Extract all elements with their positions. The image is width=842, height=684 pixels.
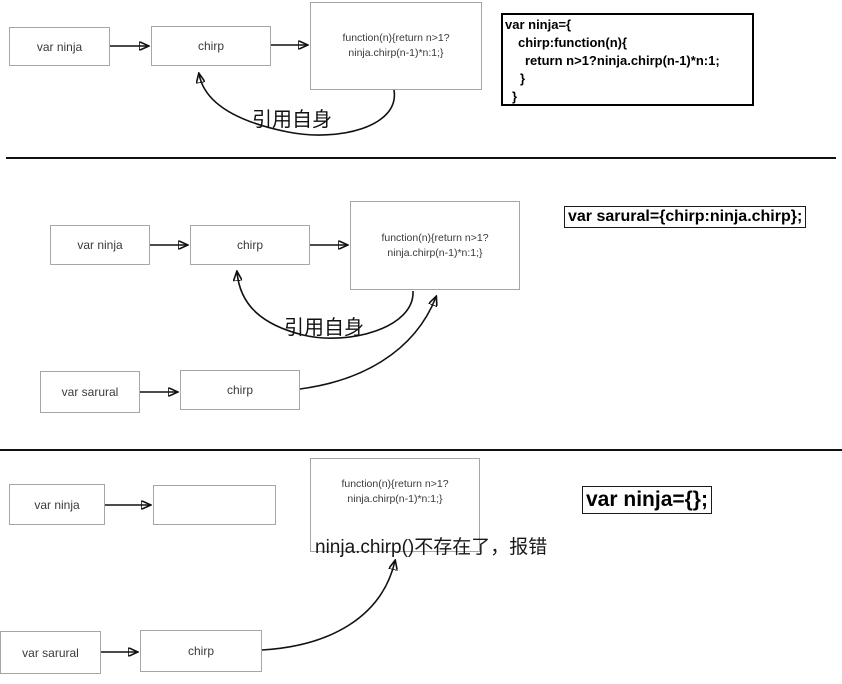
section-divider-2	[0, 449, 842, 451]
ninja-variable-label-1: var ninja	[36, 39, 83, 54]
code-line: }	[512, 89, 518, 104]
sarural-variable-box-3: var sarural	[0, 631, 101, 674]
ninja-variable-box-2: var ninja	[50, 225, 150, 265]
code-box-1: var ninja={ chirp:function(n){ return n>…	[501, 13, 754, 106]
function-box-3: function(n){return n>1? ninja.chirp(n-1)…	[310, 458, 480, 552]
error-annotation-code: ninja.chirp()	[315, 537, 415, 558]
sarural-chirp-label-2: chirp	[226, 383, 253, 397]
error-annotation: ninja.chirp()不存在了，报错	[315, 532, 547, 559]
chirp-property-box-2: chirp	[190, 225, 310, 265]
code-line: }	[520, 71, 526, 86]
error-annotation-text: 不存在了，报错	[414, 537, 548, 558]
function-box-2: function(n){return n>1? ninja.chirp(n-1)…	[350, 201, 520, 290]
code-line: return n>1?ninja.chirp(n-1)*n:1;	[525, 53, 720, 68]
function-line1-2: function(n){return n>1?	[381, 231, 489, 244]
ninja-variable-box-1: var ninja	[9, 27, 110, 66]
section-divider-1	[6, 157, 836, 159]
sarural-variable-label-2: var sarural	[61, 385, 119, 399]
function-line2-3: ninja.chirp(n-1)*n:1;}	[347, 493, 443, 505]
sarural-variable-label-3: var sarural	[22, 645, 79, 660]
function-line1-3: function(n){return n>1?	[341, 478, 449, 490]
code-box-3: var ninja={};	[582, 486, 712, 514]
sarural-chirp-label-3: chirp	[187, 644, 214, 658]
code-box-2: var sarural={chirp:ninja.chirp};	[564, 206, 807, 228]
chirp-property-box-1: chirp	[151, 26, 271, 66]
sarural-chirp-box-3: chirp	[140, 630, 262, 672]
sarural-chirp-to-error-curve-3	[261, 561, 395, 651]
ninja-variable-box-3: var ninja	[9, 484, 105, 525]
function-line2-2: ninja.chirp(n-1)*n:1;}	[387, 246, 483, 259]
self-reference-label-2: 引用自身	[284, 317, 364, 339]
code-line: var ninja={	[505, 17, 572, 32]
sarural-variable-box-2: var sarural	[40, 371, 140, 413]
ninja-variable-label-2: var ninja	[77, 238, 123, 252]
chirp-property-label-1: chirp	[197, 39, 224, 53]
code-line: chirp:function(n){	[518, 35, 628, 50]
self-reference-label-1: 引用自身	[252, 109, 332, 131]
function-box-1: function(n){return n>1? ninja.chirp(n-1)…	[310, 2, 482, 90]
sarural-chirp-box-2: chirp	[180, 370, 300, 410]
function-line1-1: function(n){return n>1?	[342, 32, 450, 44]
ninja-variable-label-3: var ninja	[34, 497, 80, 512]
empty-property-box-3	[153, 485, 276, 525]
chirp-property-label-2: chirp	[236, 238, 263, 252]
function-line2-1: ninja.chirp(n-1)*n:1;}	[348, 47, 444, 59]
